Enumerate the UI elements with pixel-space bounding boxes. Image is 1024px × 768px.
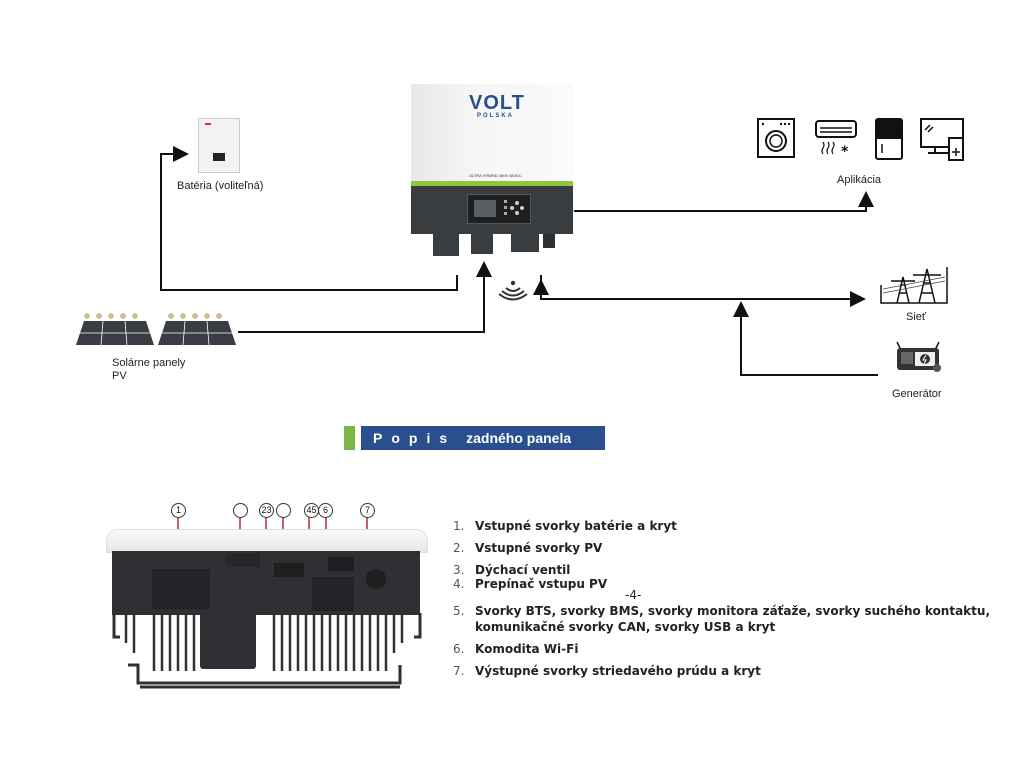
- tv-icon: [920, 118, 964, 161]
- appliances-label: Aplikácia: [837, 174, 882, 186]
- grid-connection-line: [540, 275, 866, 307]
- description-item: 2.Vstupné svorky PV: [453, 541, 603, 555]
- description-item: 3.Dýchací ventil: [453, 563, 571, 577]
- description-item-continued: komunikačné svorky CAN, svorky USB a kry…: [475, 620, 776, 634]
- grid-tower-icon: [880, 267, 948, 304]
- inverter-display: [467, 194, 531, 224]
- battery-connection-line: [160, 146, 458, 291]
- generator-connection-line: [733, 301, 878, 376]
- description-item: 4.Prepínač vstupu PV: [453, 577, 608, 591]
- pv-label-line2: PV: [112, 370, 127, 382]
- callout-6: 6: [318, 503, 333, 518]
- section-title-box: Popis zadného panela: [361, 426, 605, 450]
- inverter-brand-sub: POLSKA: [477, 113, 515, 119]
- description-item: 7.Výstupné svorky striedavého prúdu a kr…: [453, 664, 761, 678]
- solar-panel-icon: [76, 313, 236, 346]
- air-conditioner-icon: *: [815, 120, 857, 160]
- wifi-icon: [498, 280, 528, 301]
- rear-panel-image: [104, 505, 434, 690]
- inverter-image: VOLT POLSKA ULTRA HYBRID 3600 48VDC: [411, 84, 573, 264]
- pv-label-line1: Solárne panely: [112, 357, 186, 369]
- generator-label: Generátor: [892, 388, 942, 400]
- generator-icon: [896, 341, 941, 372]
- appliance-connection-line: [574, 191, 874, 212]
- description-item: 5.Svorky BTS, svorky BMS, svorky monitor…: [453, 604, 991, 618]
- washing-machine-icon: [757, 118, 795, 158]
- pv-label: Solárne panely PV: [112, 357, 185, 383]
- section-title-accent: [344, 426, 355, 450]
- grid-label: Sieť: [906, 311, 927, 323]
- callout-2-3: 23: [259, 503, 274, 518]
- fridge-icon: [875, 118, 903, 160]
- description-item: 6.Komodita Wi-Fi: [453, 642, 579, 656]
- page-number: -4-: [625, 588, 642, 602]
- pv-connection-line: [238, 261, 492, 333]
- inverter-model: ULTRA HYBRID 3600 48VDC: [469, 173, 522, 178]
- section-title: Popis zadného panela: [344, 426, 606, 450]
- svg-text:*: *: [841, 144, 849, 160]
- callout-7: 7: [360, 503, 375, 518]
- callout-1: 1: [171, 503, 186, 518]
- section-title-spaced: Popis: [373, 430, 457, 446]
- description-item: 1.Vstupné svorky batérie a kryt: [453, 519, 677, 533]
- callout-blank-b: [276, 503, 291, 518]
- section-title-rest: zadného panela: [466, 430, 572, 446]
- inverter-brand: VOLT: [469, 92, 525, 114]
- battery-label: Batéria (voliteľná): [177, 180, 264, 192]
- callout-blank-a: [233, 503, 248, 518]
- callout-4-5: 45: [304, 503, 319, 518]
- battery-icon: [198, 118, 240, 173]
